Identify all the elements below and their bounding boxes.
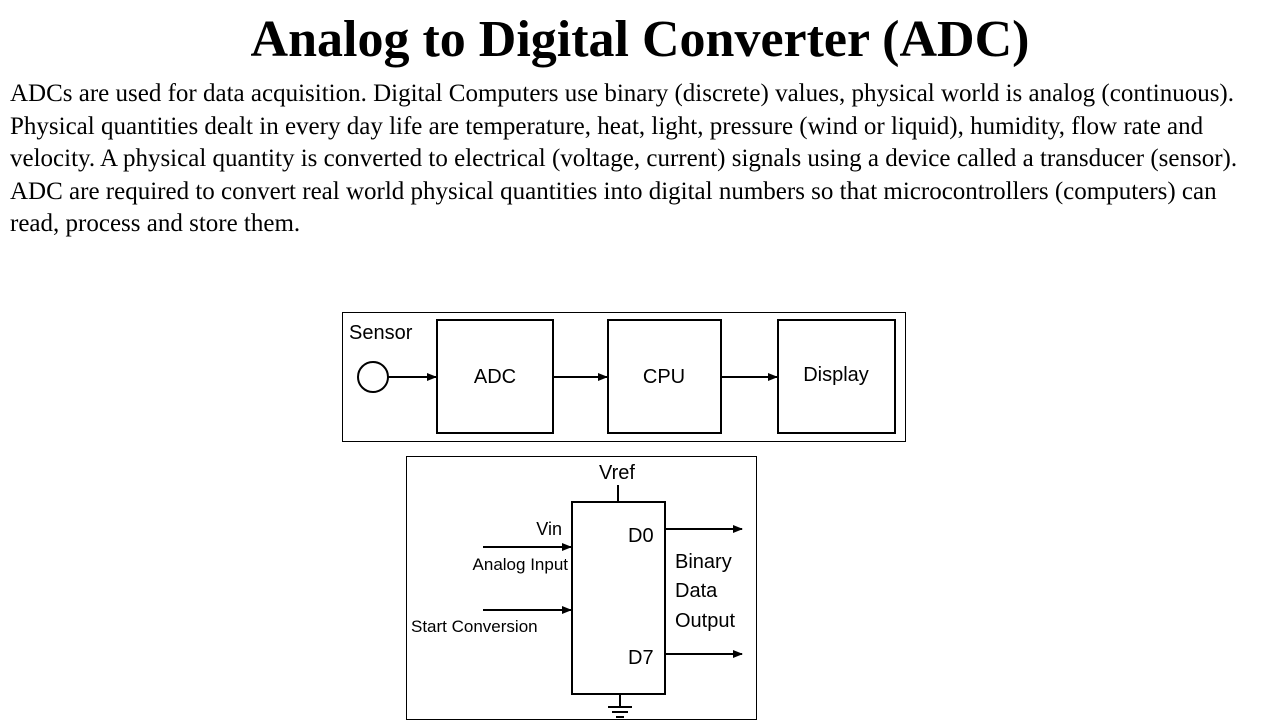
d7-pin-label: D7 xyxy=(628,647,654,669)
adc-chip-svg: Vref Vin Analog Input Start Conversion D… xyxy=(411,462,743,718)
block-diagram-svg: Sensor ADC CPU Display xyxy=(349,319,896,434)
start-conversion-label: Start Conversion xyxy=(411,617,538,636)
block-diagram: Sensor ADC CPU Display xyxy=(342,312,906,442)
display-block xyxy=(777,319,896,434)
slide-body-text: ADCs are used for data acquisition. Digi… xyxy=(10,80,1238,237)
binary-output-line1: Binary xyxy=(675,551,732,573)
adc-block-label: ADC xyxy=(474,366,516,388)
cpu-block xyxy=(607,319,722,434)
cpu-block-label: CPU xyxy=(643,366,685,388)
adc-chip-diagram: Vref Vin Analog Input Start Conversion D… xyxy=(406,456,757,720)
vin-label: Vin xyxy=(536,519,562,539)
vref-label: Vref xyxy=(599,462,635,484)
analog-input-label: Analog Input xyxy=(473,555,569,574)
ground-icon xyxy=(608,694,632,718)
sensor-symbol xyxy=(357,361,389,393)
adc-chip-body xyxy=(571,501,666,695)
display-block-label: Display xyxy=(803,364,869,386)
binary-output-line3: Output xyxy=(675,610,735,632)
sensor-label: Sensor xyxy=(349,322,413,344)
d0-pin-label: D0 xyxy=(628,525,654,547)
slide-title: Analog to Digital Converter (ADC) xyxy=(250,11,1030,68)
binary-output-line2: Data xyxy=(675,580,718,602)
